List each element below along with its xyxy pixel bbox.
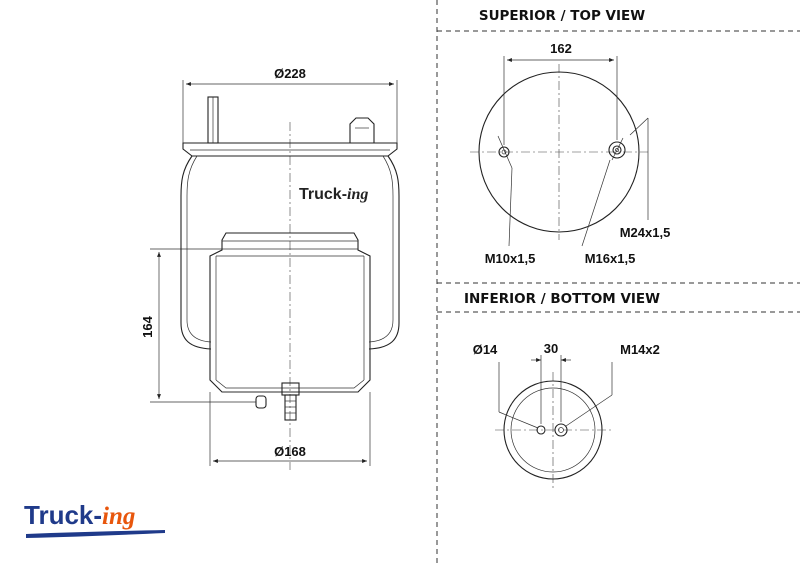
top-view: 162 M10x1,5 M16x1,5 M24x1,5 [470, 41, 670, 266]
dim-offset: 30 [531, 341, 571, 424]
brand-logo-swoosh [26, 530, 165, 538]
bottom-view-title: INFERIOR / BOTTOM VIEW [464, 291, 660, 307]
bottom-thread [554, 423, 568, 437]
bottom-thread-label: M14x2 [620, 342, 660, 357]
top-right-fitting [608, 141, 626, 159]
top-view-title: SUPERIOR / TOP VIEW [479, 8, 645, 24]
thread-label-left: M10x1,5 [485, 251, 536, 266]
brand-logo-tail: ing [102, 503, 135, 530]
side-embossed-logo: Truck-ing [299, 186, 368, 203]
thread-label-right: M16x1,5 [585, 251, 636, 266]
brand-logo-main: Truck- [24, 500, 102, 530]
brand-logo-text: Truck-ing [24, 500, 135, 530]
side-logo-tail: ing [347, 186, 368, 203]
dim-bolt-spacing: 162 [503, 41, 618, 145]
bottom-leaders [498, 362, 613, 429]
dim-top-diameter-label: Ø228 [274, 66, 306, 81]
piston [209, 232, 371, 421]
bottom-view: 30 Ø14 M14x2 [473, 341, 660, 488]
rubber-bellow [180, 155, 400, 350]
brand-logo: Truck-ing [24, 500, 165, 538]
dim-top-diameter: Ø228 [182, 66, 398, 143]
dim-height: 164 [140, 248, 256, 403]
side-view: Truck-ing Ø228 164 Ø168 [140, 66, 400, 470]
dim-offset-label: 30 [544, 341, 558, 356]
view-separators [436, 0, 800, 565]
dim-bottom-diameter-label: Ø168 [274, 444, 306, 459]
bottom-inner-ring [510, 387, 596, 473]
bottom-hole [536, 425, 546, 435]
side-logo-main: Truck- [299, 186, 347, 203]
top-thread-leaders [497, 117, 649, 247]
dim-height-label: 164 [140, 315, 155, 337]
dim-bottom-diameter: Ø168 [209, 392, 371, 466]
dim-bolt-spacing-label: 162 [550, 41, 572, 56]
thread-label-air: M24x1,5 [620, 225, 671, 240]
dim-hole-label: Ø14 [473, 342, 498, 357]
